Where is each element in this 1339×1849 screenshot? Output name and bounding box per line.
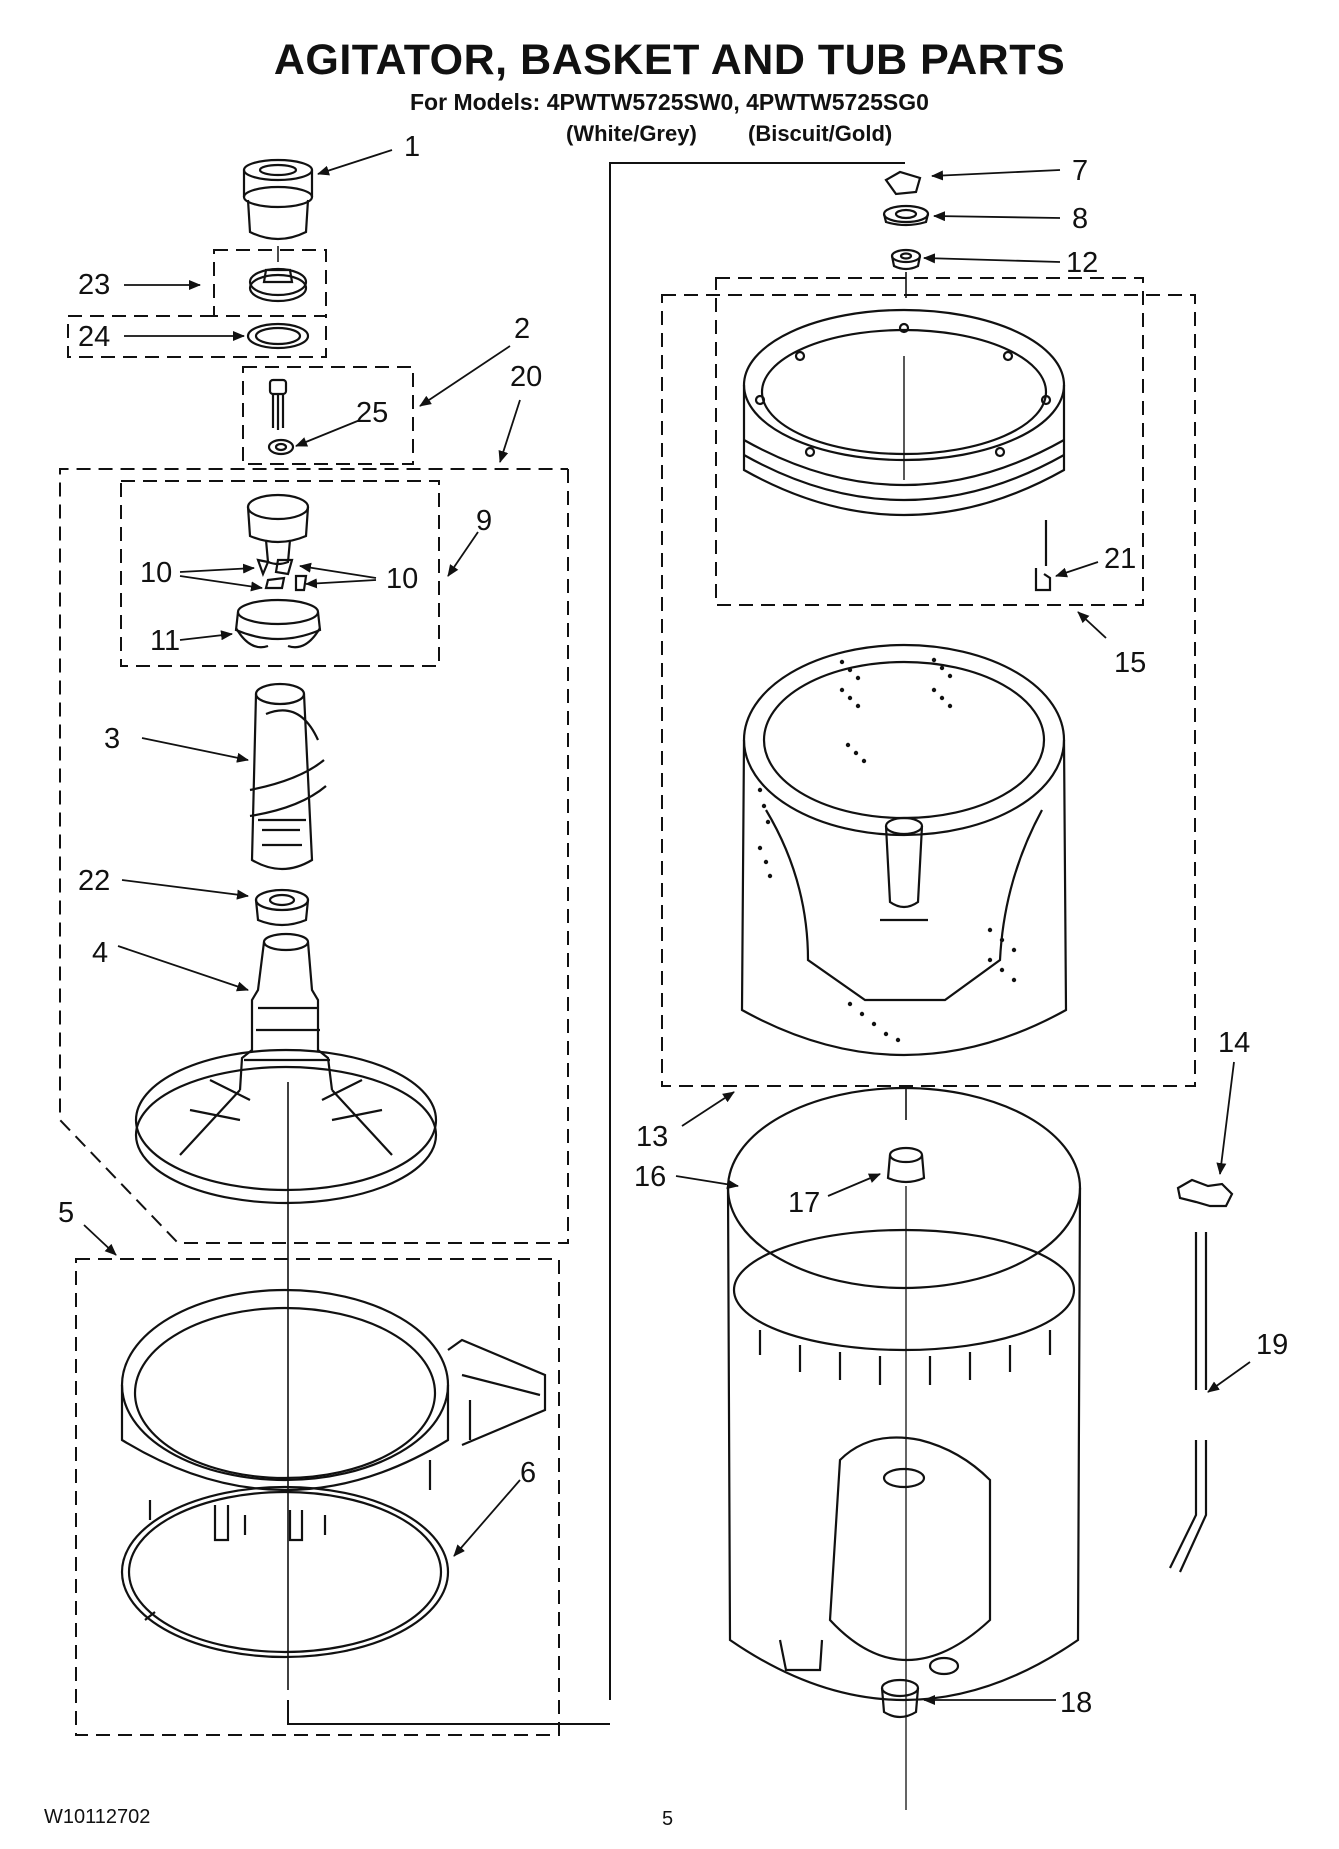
callout-6: 6 (520, 1457, 536, 1489)
model-numbers: For Models: 4PWTW5725SW0, 4PWTW5725SG0 (410, 89, 929, 115)
cam-insert (248, 267, 308, 303)
group-box-20 (59, 468, 569, 1244)
variant-white-grey: (White/Grey) (566, 121, 697, 146)
group-box-5 (75, 1258, 560, 1736)
callout-14: 14 (1218, 1027, 1250, 1059)
document-number: W10112702 (44, 1806, 151, 1828)
balance-ring-clip (1034, 520, 1052, 592)
group-box-24 (67, 315, 327, 358)
callout-5: 5 (58, 1197, 74, 1229)
callout-20: 20 (510, 361, 542, 393)
callout-1: 1 (404, 131, 420, 163)
agitator-dogs (256, 558, 308, 592)
callout-17: 17 (788, 1187, 820, 1219)
callout-16: 16 (634, 1161, 666, 1193)
agitator-base (134, 932, 438, 1205)
callout-3: 3 (104, 723, 120, 755)
callout-21: 21 (1104, 543, 1136, 575)
callout-11: 11 (150, 625, 180, 657)
assembly-centerline (287, 162, 905, 1725)
drain-hose (1169, 1232, 1208, 1573)
agitator-bolt (267, 378, 295, 456)
basket-perforations (757, 657, 1017, 1043)
hose-clip (1176, 1178, 1234, 1208)
spin-basket (740, 643, 1068, 1056)
callout-12: 12 (1066, 247, 1098, 279)
page-title: AGITATOR, BASKET AND TUB PARTS (273, 36, 1066, 84)
group-box-13 (661, 294, 1196, 1087)
tub-clamp (120, 1485, 450, 1659)
drive-block-nut (882, 170, 930, 271)
drive-cam (246, 493, 310, 566)
group-box-2 (242, 366, 414, 465)
drain-plug (880, 1678, 920, 1719)
callout-labels: 1 23 24 2 20 25 9 10 10 11 3 22 4 5 6 7 … (58, 131, 1288, 1719)
callout-10-left: 10 (140, 557, 172, 589)
agitator-auger (249, 682, 327, 870)
callout-18: 18 (1060, 1687, 1092, 1719)
callout-7: 7 (1072, 155, 1088, 187)
group-box-9 (120, 480, 440, 667)
callout-15: 15 (1114, 647, 1146, 679)
tub-ring (120, 1288, 547, 1542)
auger-coupling (254, 888, 310, 927)
callout-9: 9 (476, 505, 492, 537)
group-boxes (59, 249, 1196, 1736)
tub-bearing (886, 1146, 926, 1184)
callout-13: 13 (636, 1121, 668, 1153)
callout-25: 25 (356, 397, 388, 429)
callout-8: 8 (1072, 203, 1088, 235)
callout-23: 23 (78, 269, 110, 301)
callout-22: 22 (78, 865, 110, 897)
group-box-23 (213, 249, 327, 317)
seal-ring (246, 322, 310, 350)
callout-10-right: 10 (386, 563, 418, 595)
callout-2: 2 (514, 313, 530, 345)
callout-4: 4 (92, 937, 108, 969)
page-number: 5 (662, 1808, 674, 1830)
leader-lines (83, 149, 1251, 1705)
callout-24: 24 (78, 321, 110, 353)
outer-tub (726, 1086, 1082, 1702)
variant-biscuit-gold: (Biscuit/Gold) (748, 121, 893, 146)
agitator-cap (242, 158, 314, 241)
callout-19: 19 (1256, 1329, 1288, 1361)
cam-retainer (234, 598, 322, 649)
group-box-15 (715, 277, 1144, 606)
